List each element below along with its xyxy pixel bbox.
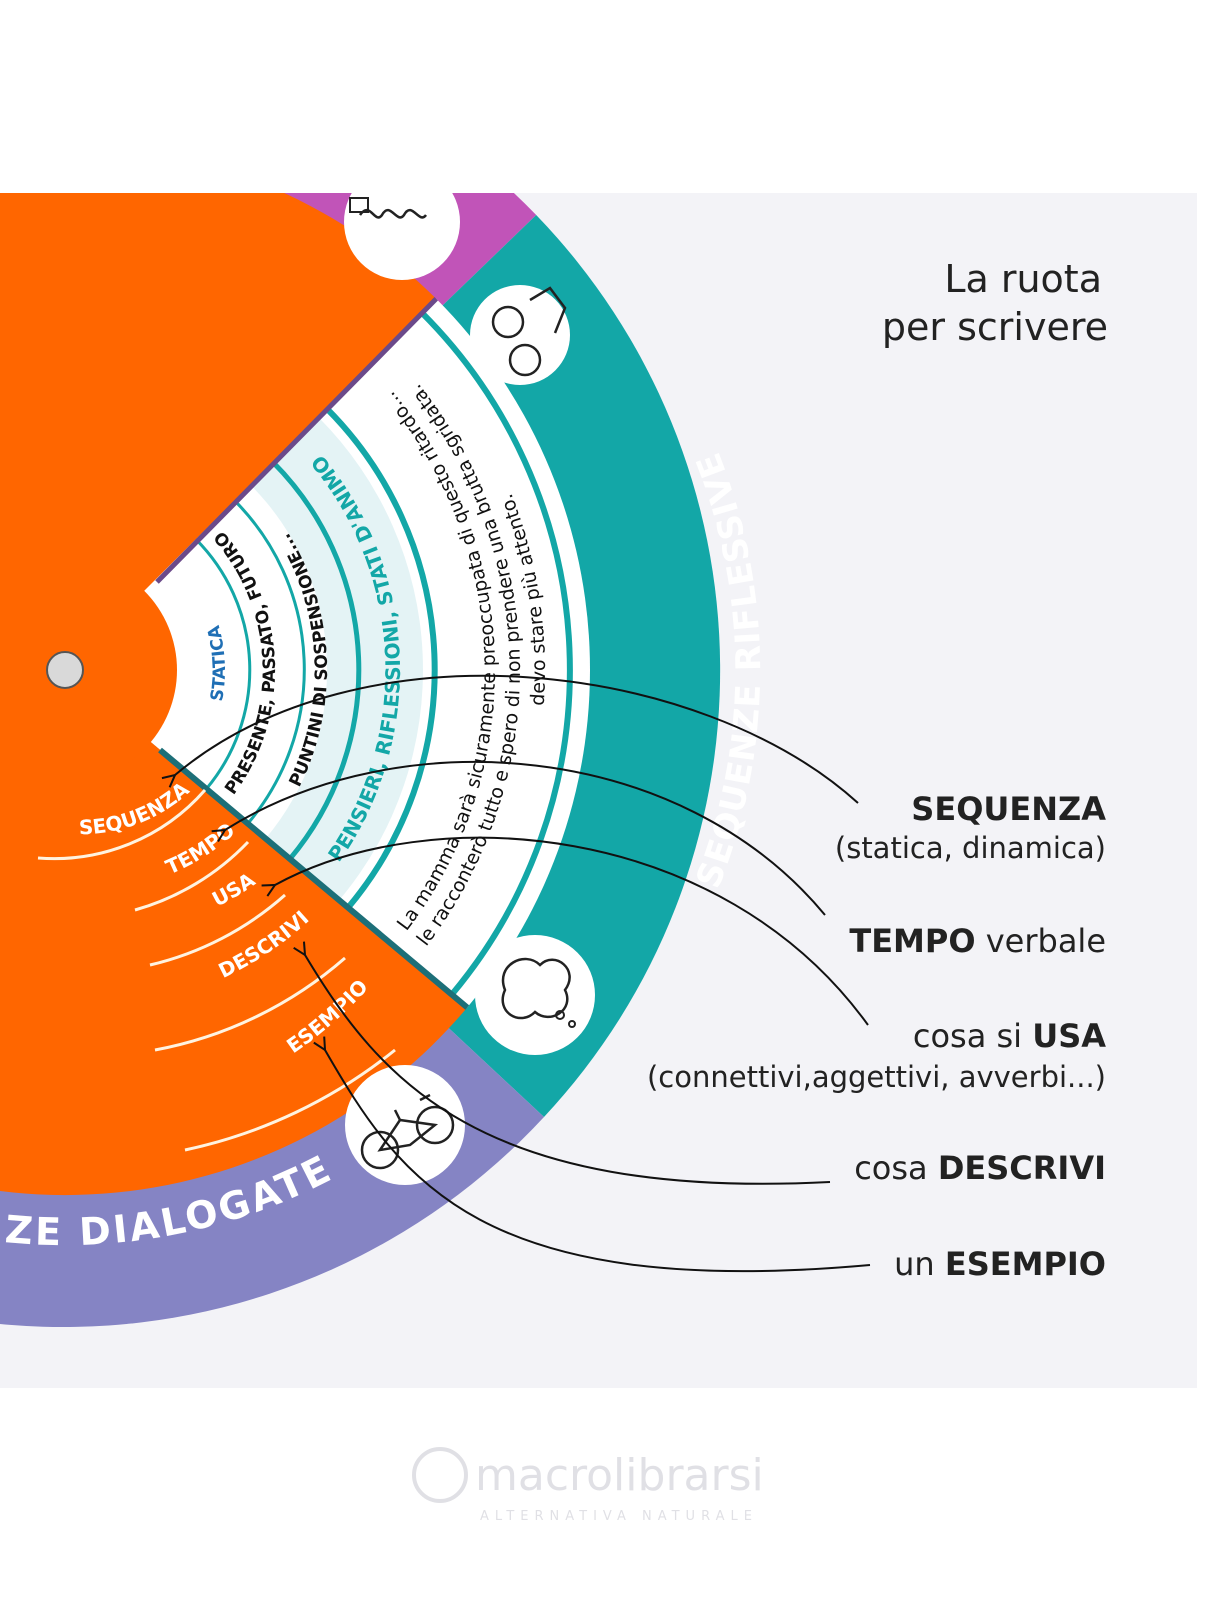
watermark-brand: macrolibrarsi — [475, 1450, 764, 1501]
legend: SEQUENZA (statica, dinamica) TEMPO verba… — [647, 790, 1106, 1283]
legend-usa-sub: (connettivi,aggettivi, avverbi...) — [647, 1060, 1106, 1094]
disc-edge-lower — [158, 747, 470, 1010]
center-pin[interactable] — [46, 651, 84, 689]
disc-edge-upper — [155, 297, 438, 584]
disc-separators — [37, 789, 396, 1152]
arrow-esempio — [325, 1050, 871, 1273]
legend-tempo: TEMPO verbale — [849, 922, 1106, 960]
bicycle-icon — [345, 1065, 465, 1185]
wheel[interactable]: STATICA PRESENTE, PASSATO, FUTURO PUNTIN… — [0, 15, 769, 1327]
arrow-tempo — [225, 760, 826, 916]
legend-esempio: un ESEMPIO — [894, 1245, 1106, 1283]
arrow-descrivi — [305, 955, 831, 1185]
legend-sequenza: SEQUENZA — [911, 790, 1106, 828]
legend-descrivi: cosa DESCRIVI — [854, 1149, 1106, 1187]
title-line-1: La ruota — [944, 257, 1102, 301]
arguing-faces-icon — [470, 285, 570, 385]
legend-arrows — [175, 674, 871, 1273]
writing-hand-icon — [344, 193, 460, 280]
watermark: macrolibrarsi ALTERNATIVA NATURALE — [412, 1447, 764, 1524]
title-line-2: per scrivere — [882, 305, 1108, 349]
legend-usa: cosa si USA — [913, 1017, 1106, 1055]
arrow-usa — [275, 836, 869, 1026]
thought-cloud-icon — [475, 935, 595, 1055]
orange-disc[interactable] — [0, 145, 468, 1196]
watermark-tagline: ALTERNATIVA NATURALE — [480, 1509, 758, 1524]
arrow-sequenza — [175, 674, 859, 804]
legend-sequenza-sub: (statica, dinamica) — [835, 831, 1106, 865]
